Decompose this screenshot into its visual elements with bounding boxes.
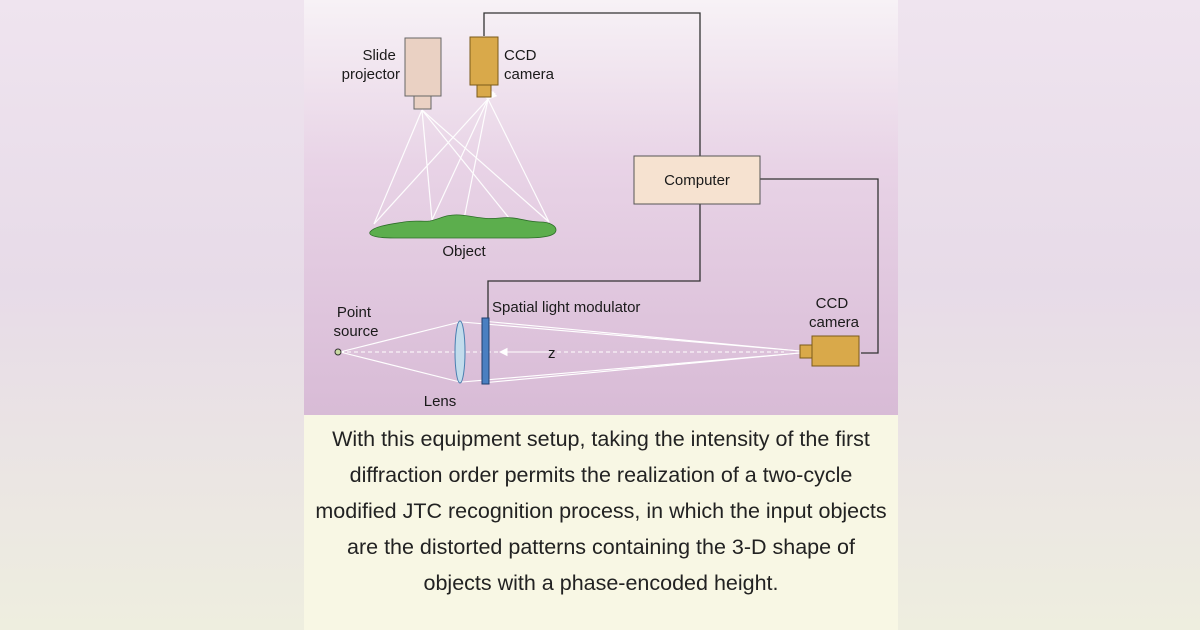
computer-box xyxy=(633,155,761,205)
object-label: Object xyxy=(442,243,486,260)
wires xyxy=(483,12,879,354)
wire-computer-right-camera xyxy=(760,178,879,354)
point-source-label: Point source xyxy=(333,304,378,340)
ccd-camera-top-label: CCD camera xyxy=(504,47,555,83)
z-distance-label: z xyxy=(548,345,556,362)
caption-box: With this equipment setup, taking the in… xyxy=(304,415,898,630)
right-background-panel xyxy=(898,0,1200,630)
spatial-light-modulator-icon xyxy=(481,317,490,385)
point-source-dot xyxy=(334,348,342,356)
ccd-camera-right-icon xyxy=(799,335,860,367)
slide-projector-icon xyxy=(404,37,442,110)
ccd-camera-top-icon xyxy=(469,36,499,98)
wire-top-camera-computer xyxy=(483,12,701,158)
lens-icon xyxy=(454,320,466,384)
object-shape xyxy=(369,214,557,239)
diagram-area: Slide projector CCD camera Object Comput… xyxy=(304,0,898,415)
wire-computer-modulator xyxy=(487,202,701,318)
computer-label: Computer xyxy=(664,172,730,189)
slide-projector-label: Slide projector xyxy=(342,47,400,83)
lens-label: Lens xyxy=(424,393,457,410)
setup-diagram: Slide projector CCD camera Object Comput… xyxy=(333,12,879,410)
figure-caption: With this equipment setup, taking the in… xyxy=(315,427,887,595)
projector-rays xyxy=(373,89,550,225)
spatial-light-modulator-label: Spatial light modulator xyxy=(492,299,640,316)
ccd-camera-right-label: CCD camera xyxy=(809,295,860,331)
lower-rays xyxy=(339,320,801,384)
left-background-panel xyxy=(0,0,304,630)
figure-card: Slide projector CCD camera Object Comput… xyxy=(304,0,898,630)
